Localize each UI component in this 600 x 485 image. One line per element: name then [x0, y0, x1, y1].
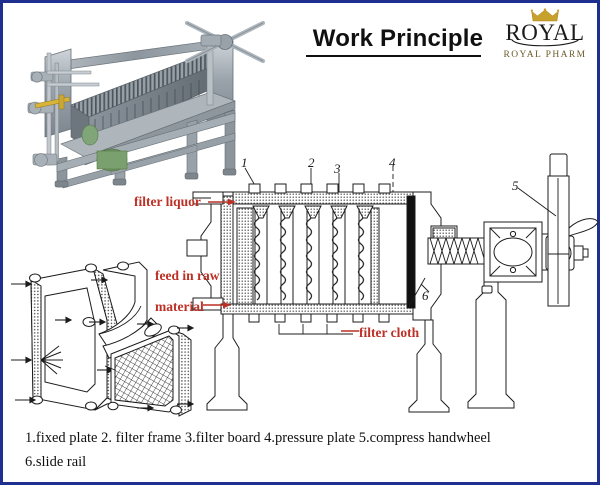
royal-pharm-logo: ROYAL ROYAL PHARM: [495, 8, 595, 71]
annotation-feed-in-raw-line2: material: [155, 299, 204, 314]
filter-cloth-leader: [341, 330, 359, 332]
title-underline: [306, 55, 481, 57]
legend-line-2: 6.slide rail: [25, 454, 87, 470]
annotation-feed-in-raw-line1: feed in raw: [155, 268, 220, 283]
filter-press-photo: [11, 9, 273, 189]
feed-in-raw-material-arrow: [203, 301, 231, 309]
logo-wordmark: ROYAL: [505, 20, 585, 45]
legend-line-1: 1.fixed plate 2. filter frame 3.filter b…: [25, 430, 491, 446]
annotation-filter-cloth: filter cloth: [359, 325, 420, 340]
legend-caption: 1.fixed plate 2. filter frame 3.filter b…: [25, 426, 585, 474]
page-title: Work Principle: [312, 25, 484, 52]
callout-4: 4: [389, 155, 396, 170]
crown-icon: [530, 8, 560, 22]
filter-press-cross-section: [186, 148, 593, 413]
filter-frame-and-board-detail: [11, 258, 216, 423]
filter-liquor-arrow: [208, 198, 236, 206]
logo-swash-icon: [511, 39, 579, 47]
callout-5: 5: [512, 178, 519, 193]
callout-3: 3: [334, 161, 341, 176]
compress-handwheel-assembly: [427, 153, 599, 409]
callout-2: 2: [308, 155, 315, 170]
callout-6: 6: [422, 288, 429, 303]
logo-subtext: ROYAL PHARM: [503, 50, 587, 60]
annotation-filter-liquor: filter liquor: [134, 194, 201, 209]
callout-1: 1: [241, 155, 248, 170]
